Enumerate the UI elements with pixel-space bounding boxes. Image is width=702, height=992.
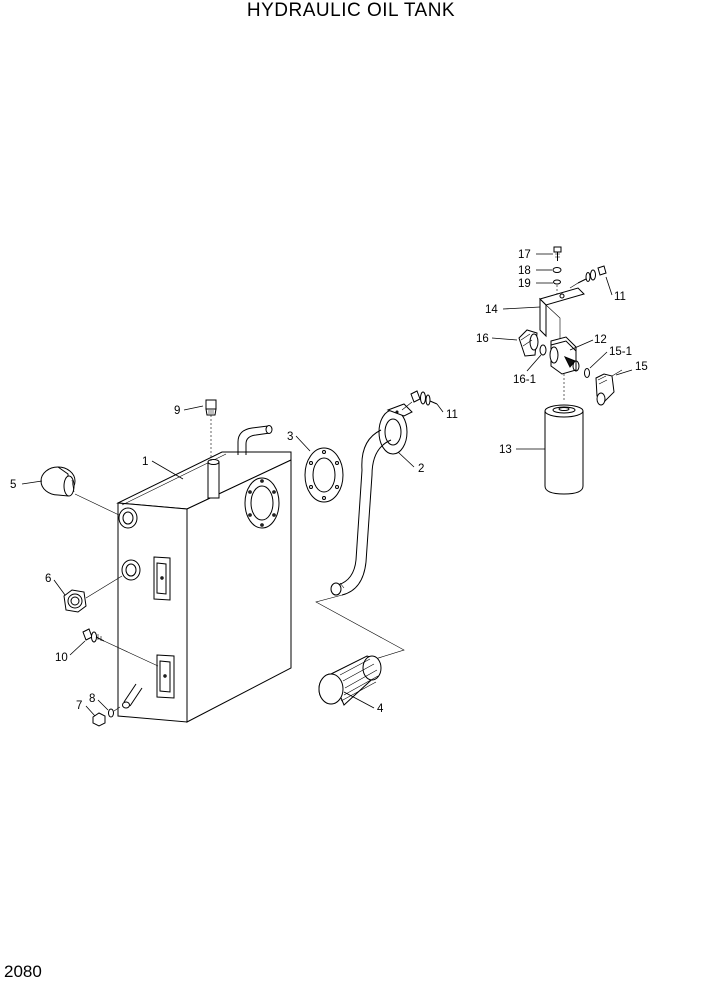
callout-14: 14 xyxy=(485,304,498,316)
callout-9: 9 xyxy=(174,405,180,417)
elbow-fitting xyxy=(595,369,623,406)
callout-11-bracket: 11 xyxy=(614,291,626,303)
spring-washer xyxy=(553,279,561,285)
o-ring xyxy=(539,344,547,356)
elbow-fitting xyxy=(518,329,539,357)
callout-6: 6 xyxy=(45,573,51,585)
leader-lines xyxy=(21,253,633,717)
gasket xyxy=(304,447,344,503)
breather-fitting xyxy=(205,399,217,462)
filter-head xyxy=(549,336,580,375)
washer xyxy=(552,267,562,273)
filter-cartridge xyxy=(544,374,584,495)
plug xyxy=(63,575,123,613)
callout-labels: 1 2 3 4 5 6 7 8 9 10 11 11 12 13 14 15 1… xyxy=(10,249,648,715)
hydraulic-tank xyxy=(116,425,292,723)
callout-8: 8 xyxy=(89,693,95,705)
callout-11-tank: 11 xyxy=(446,409,458,421)
page-number: 2080 xyxy=(4,962,42,981)
suction-pipe xyxy=(330,403,413,596)
drain-plug-oring xyxy=(92,706,121,727)
bolt-washer xyxy=(569,265,607,289)
callout-2: 2 xyxy=(418,463,424,475)
callout-5: 5 xyxy=(10,479,16,491)
o-ring xyxy=(584,368,590,378)
callout-17: 17 xyxy=(518,249,531,261)
callout-15: 15 xyxy=(635,361,648,373)
bolt-washer xyxy=(401,390,438,411)
filter-bracket xyxy=(539,287,585,340)
callout-1: 1 xyxy=(142,456,148,468)
callout-15-1: 15-1 xyxy=(609,346,632,358)
callout-13: 13 xyxy=(499,444,512,456)
callout-4: 4 xyxy=(377,703,384,715)
callout-10: 10 xyxy=(55,652,68,664)
callout-16-1: 16-1 xyxy=(513,374,536,386)
callout-7: 7 xyxy=(76,700,82,712)
bolt-washer xyxy=(82,628,159,667)
filler-cap xyxy=(40,466,120,516)
strainer-element xyxy=(318,655,382,706)
page-title: HYDRAULIC OIL TANK xyxy=(246,0,456,21)
callout-3: 3 xyxy=(287,431,293,443)
callout-12: 12 xyxy=(594,334,607,346)
callout-18: 18 xyxy=(518,265,531,277)
callout-16: 16 xyxy=(476,333,489,345)
callout-19: 19 xyxy=(518,278,531,290)
bolt xyxy=(553,246,562,261)
